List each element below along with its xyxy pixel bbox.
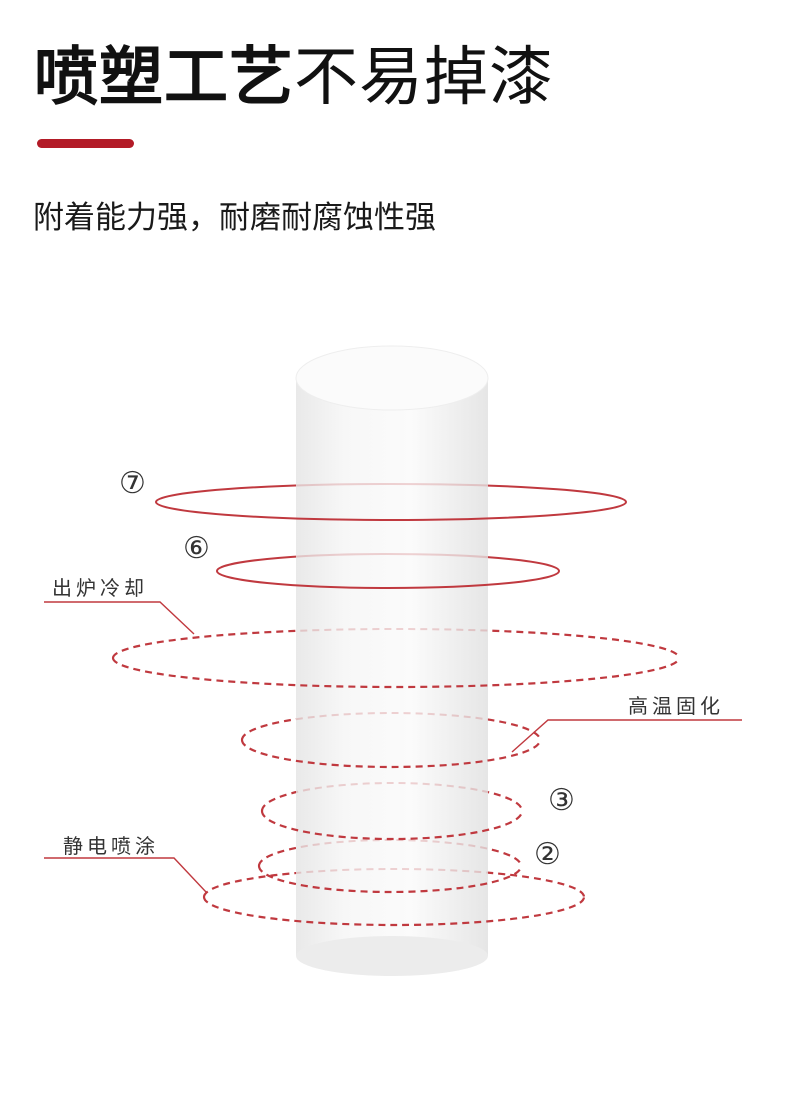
leader-spraying <box>44 857 207 893</box>
cylinder <box>295 345 489 976</box>
page-title: 喷塑工艺不易掉漆 <box>34 40 554 116</box>
ring-curing-front <box>240 739 542 769</box>
step-3: ③ <box>548 783 575 818</box>
ring-cooling-front <box>111 657 681 689</box>
label-spraying: 静电喷涂 <box>63 834 159 858</box>
step-7: ⑦ <box>119 466 146 501</box>
ring-curing-back <box>240 711 542 741</box>
subtitle: 附着能力强，耐磨耐腐蚀性强 <box>33 200 436 236</box>
ring-6-front <box>216 570 560 589</box>
ring-spraying-front <box>202 896 586 927</box>
ring-2-front <box>257 865 523 894</box>
accent-bar <box>37 139 134 148</box>
title-light: 不易掉漆 <box>294 41 554 115</box>
ring-3-front <box>260 810 524 841</box>
ring-cooling-back <box>111 627 681 659</box>
step-2: ② <box>534 837 561 872</box>
title-bold: 喷塑工艺 <box>34 41 294 115</box>
label-curing: 高温固化 <box>628 694 724 718</box>
label-cooling: 出炉冷却 <box>52 576 148 600</box>
leader-curing <box>511 719 742 753</box>
ring-7-front <box>155 501 627 521</box>
step-6: ⑥ <box>183 531 210 566</box>
leader-cooling <box>44 601 195 635</box>
